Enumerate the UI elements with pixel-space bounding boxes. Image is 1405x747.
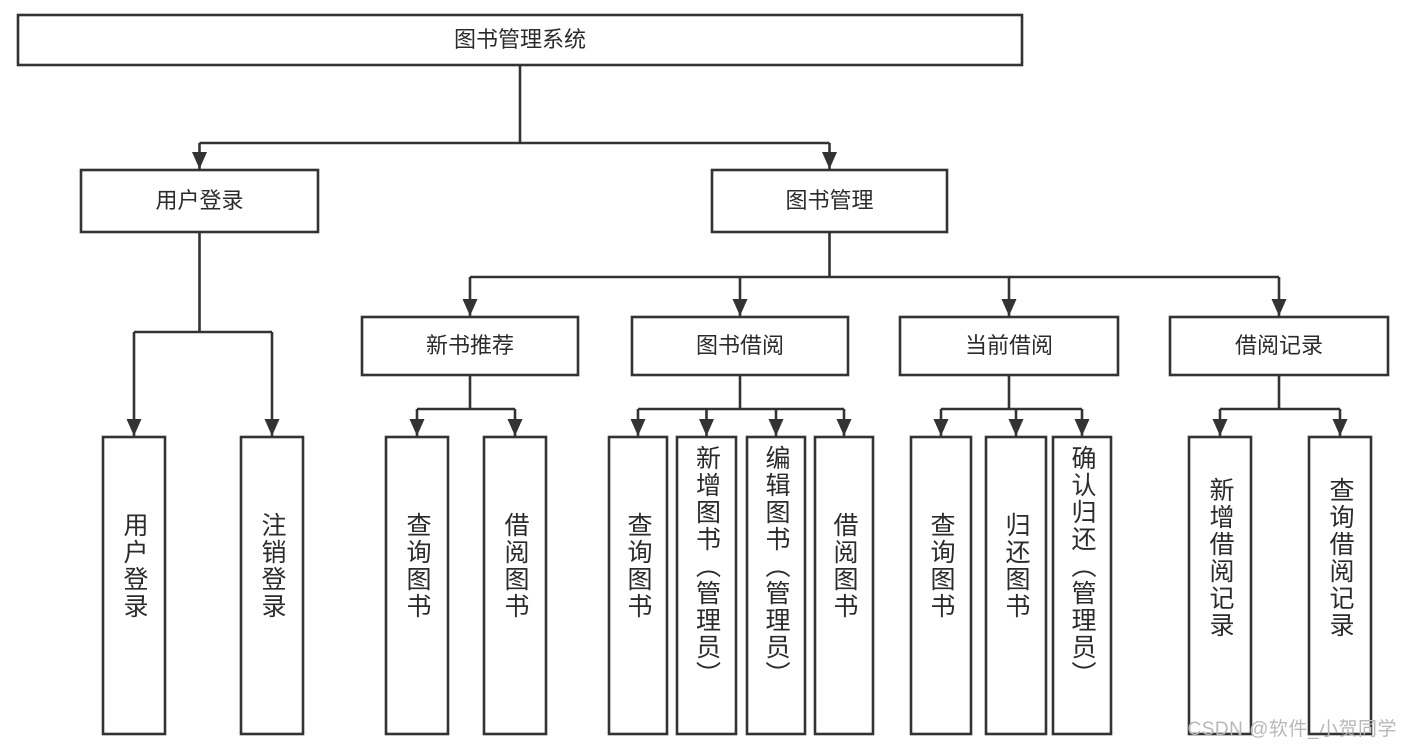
node-user-login[interactable] (79, 168, 320, 234)
leaf-leaf-borrow-book[interactable] (813, 435, 875, 736)
leaf-leaf-query-book-borrow[interactable] (607, 435, 669, 736)
arrow-head-icon (1332, 419, 1348, 436)
arrow-head-icon (822, 152, 837, 169)
arrow-head-icon (1074, 419, 1090, 436)
node-root[interactable] (16, 13, 1024, 67)
arrow-head-icon (1212, 419, 1228, 436)
node-root-label: 图书管理系统 (454, 27, 586, 52)
arrow-head-icon (1271, 299, 1287, 316)
arrow-head-icon (507, 419, 523, 436)
arrow-head-icon (836, 419, 852, 436)
leaf-leaf-logout[interactable] (239, 435, 305, 736)
leaf-leaf-add-book[interactable] (675, 435, 738, 736)
arrow-head-icon (409, 419, 425, 436)
leaf-leaf-borrow-book-rec[interactable] (482, 435, 548, 736)
node-current-borrow[interactable] (898, 315, 1120, 377)
leaf-leaf-add-record[interactable] (1187, 435, 1253, 736)
arrow-head-icon (768, 419, 784, 436)
arrow-head-icon (192, 152, 207, 169)
leaf-leaf-user-login[interactable] (101, 435, 167, 736)
node-new-book-rec-label: 新书推荐 (426, 333, 514, 358)
leaf-leaf-query-record[interactable] (1307, 435, 1373, 736)
node-borrow-record[interactable] (1168, 315, 1390, 377)
node-book-borrow[interactable] (630, 315, 850, 377)
leaf-leaf-edit-book[interactable] (745, 435, 807, 736)
arrow-head-icon (462, 299, 478, 316)
node-new-book-rec[interactable] (360, 315, 580, 377)
leaf-leaf-query-book-rec[interactable] (384, 435, 450, 736)
node-borrow-record-label: 借阅记录 (1235, 333, 1323, 358)
leaf-leaf-confirm-return[interactable] (1051, 435, 1113, 736)
arrow-head-icon (264, 419, 280, 436)
arrow-head-icon (1008, 419, 1024, 436)
node-book-manage-label: 图书管理 (785, 188, 873, 213)
leaf-leaf-return-book[interactable] (984, 435, 1048, 736)
arrow-head-icon (732, 299, 748, 316)
leaf-leaf-query-book-cur[interactable] (909, 435, 973, 736)
watermark: CSDN @软件_小贺同学 (1187, 719, 1397, 740)
node-user-login-label: 用户登录 (155, 188, 243, 213)
node-book-manage[interactable] (710, 168, 949, 234)
node-current-borrow-label: 当前借阅 (965, 333, 1053, 358)
arrow-head-icon (933, 419, 949, 436)
connector-layer (126, 65, 1348, 436)
arrow-head-icon (126, 419, 142, 436)
arrow-head-icon (630, 419, 646, 436)
arrow-head-icon (699, 419, 714, 436)
arrow-head-icon (1001, 299, 1017, 316)
node-book-borrow-label: 图书借阅 (696, 333, 784, 358)
